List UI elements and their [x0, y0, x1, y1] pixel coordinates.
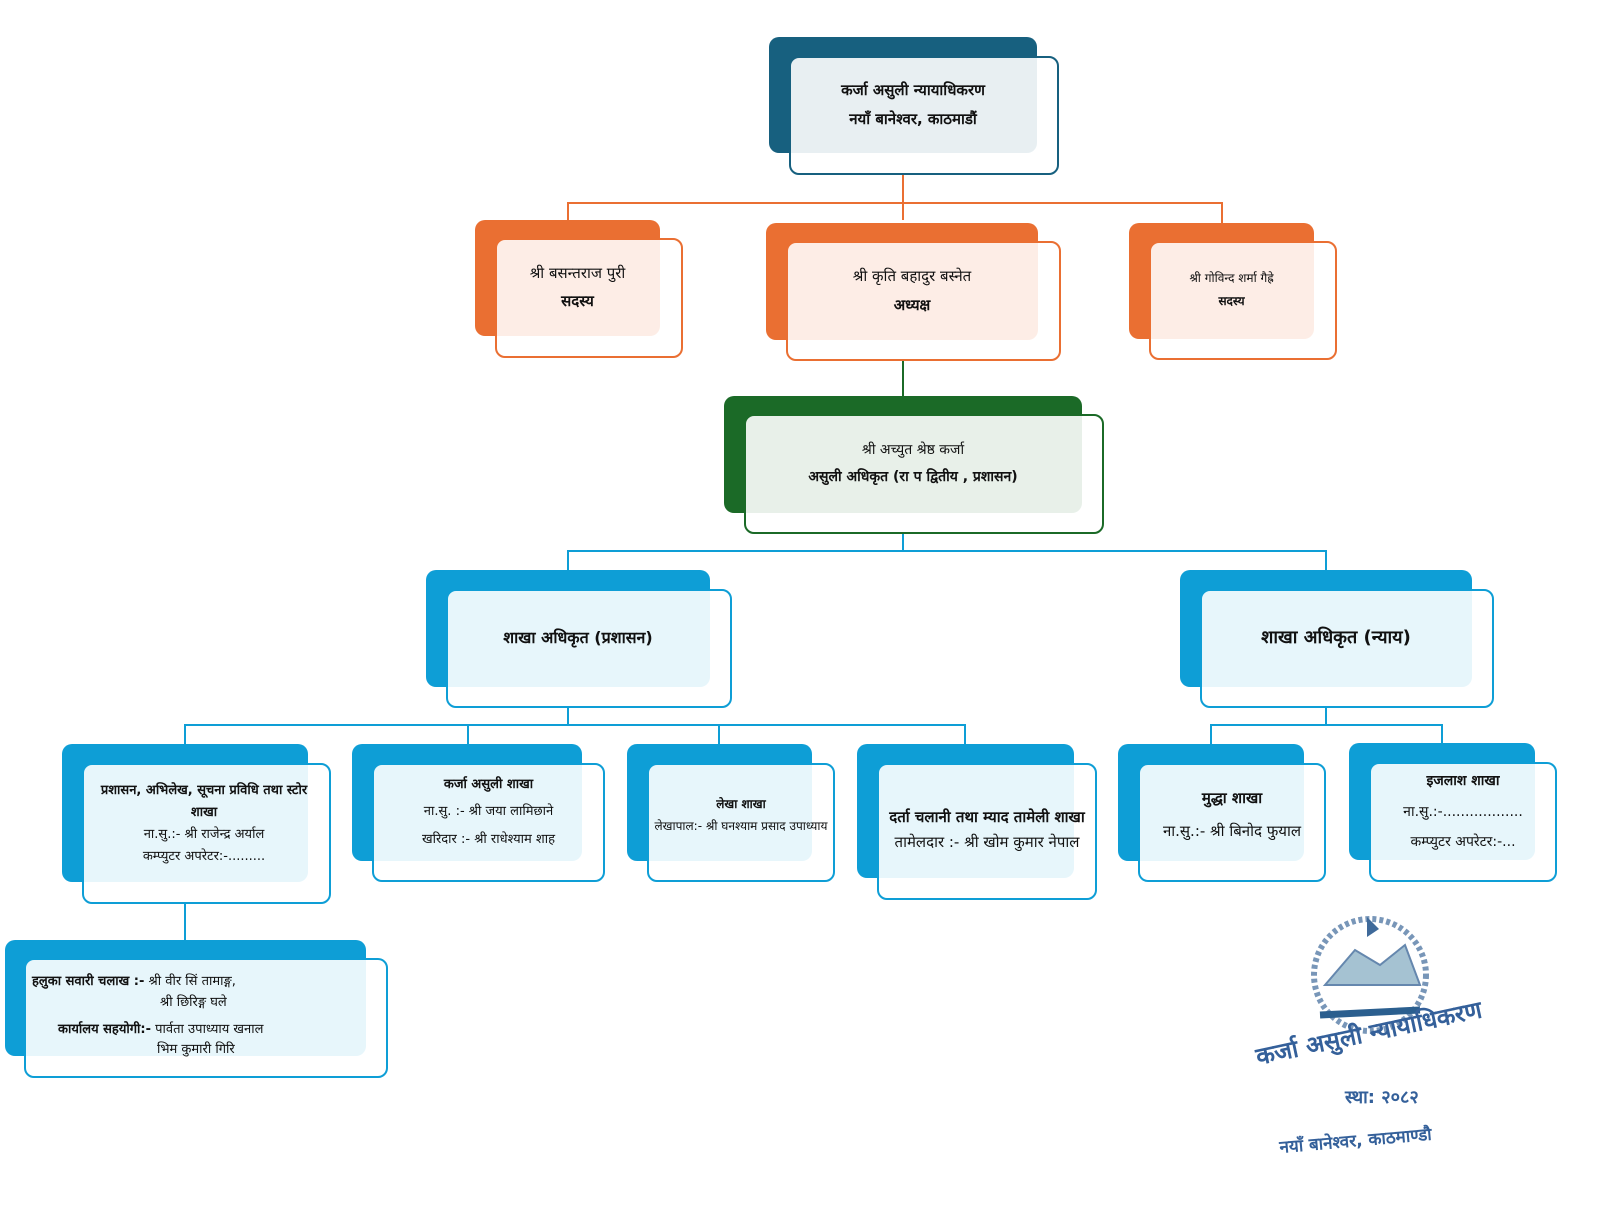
connector [1325, 708, 1327, 725]
section-line: ना.सु. :- श्री जया लामिछाने [423, 804, 554, 820]
connector [1441, 724, 1443, 743]
tribunal-address: नयाँ बानेश्वर, काठमाडौं [849, 109, 977, 128]
stamp-established: स्था: २०८२ [1344, 1087, 1419, 1108]
member-name: श्री गोविन्द शर्मा गैह्रे [1189, 271, 1274, 286]
connector [1210, 724, 1443, 726]
section-line: ना.सु.:- श्री राजेन्द्र अर्याल [143, 827, 265, 842]
member-node [1149, 241, 1337, 360]
branch-justice-node [1200, 589, 1494, 708]
branch-admin-node [446, 589, 732, 708]
connector [184, 903, 186, 940]
section-line: खरिदार :- श्री राधेश्याम शाह [421, 831, 556, 847]
connector [964, 724, 966, 744]
section-title: दर्ता चलानी तथा म्याद तामेली शाखा [889, 808, 1085, 827]
emblem-icon: कर्जा असुली न्यायाधिकरण स्था: २०८२ नयाँ … [1252, 916, 1486, 1158]
section-node [1138, 763, 1326, 882]
section-line: तामेलदार :- श्री खोम कुमार नेपाल [894, 833, 1080, 851]
connector [184, 724, 966, 726]
stamp-title: कर्जा असुली न्यायाधिकरण [1252, 995, 1486, 1072]
chair-node [786, 241, 1061, 361]
section-node [82, 763, 331, 904]
section-title: इजलाश शाखा [1426, 772, 1500, 789]
connector [1221, 202, 1223, 223]
chair-role: अध्यक्ष [893, 295, 931, 314]
member-name: श्री बसन्तराज पुरी [529, 263, 626, 282]
section-title: प्रशासन, अभिलेख, सूचना प्रविधि तथा स्टोर… [100, 782, 308, 820]
section-line: कम्प्युटर अपरेटर:-... [1410, 834, 1516, 851]
section-node [372, 763, 605, 882]
connector [467, 724, 469, 744]
driver-name: श्री छिरिङ्ग घले [160, 994, 227, 1010]
driver-label: हलुका सवारी चलाख :- [32, 974, 145, 989]
helper-name: भिम कुमारी गिरि [157, 1042, 235, 1058]
connector [902, 360, 904, 396]
section-title: लेखा शाखा [716, 797, 766, 812]
connector [1325, 550, 1327, 570]
member-role: सदस्य [561, 292, 594, 310]
officer-name: श्री अच्युत श्रेष्ठ कर्जा [861, 441, 965, 458]
driver-name: श्री वीर सिं तामाङ्ग, [148, 974, 236, 989]
connector [902, 534, 904, 552]
branch-admin-title: शाखा अधिकृत (प्रशासन) [503, 627, 653, 647]
section-line: कम्प्युटर अपरेटर:-......... [142, 849, 266, 865]
connector [567, 550, 569, 570]
stamp-address: नयाँ बानेश्वर, काठमाण्डौ [1278, 1124, 1433, 1158]
support-staff-node [24, 958, 388, 1078]
connector [567, 550, 1327, 552]
section-title: मुद्धा शाखा [1201, 789, 1263, 807]
officer-node [744, 414, 1104, 534]
section-title: कर्जा असुली शाखा [443, 777, 534, 793]
connector [567, 202, 1223, 204]
section-node [1369, 762, 1557, 882]
connector [1210, 724, 1212, 744]
helper-name: पार्वता उपाध्याय खनाल [155, 1021, 264, 1037]
tribunal-node [789, 56, 1059, 175]
member-role: सदस्य [1218, 294, 1245, 308]
helper-label: कार्यालय सहयोगी:- [58, 1021, 152, 1037]
officer-title: असुली अधिकृत (रा प द्वितीय , प्रशासन) [808, 468, 1018, 485]
chair-name: श्री कृति बहादुर बस्नेत [852, 267, 972, 285]
section-node [877, 763, 1097, 900]
connector [902, 175, 904, 220]
tribunal-name: कर्जा असुली न्यायाधिकरण [841, 81, 985, 99]
connector [184, 724, 186, 744]
member-node [495, 238, 683, 358]
section-line: ना.सु.:-.................. [1403, 803, 1523, 820]
connector [567, 708, 569, 725]
section-line: ना.सु.:- श्री बिनोद फुयाल [1162, 822, 1302, 840]
official-stamp: कर्जा असुली न्यायाधिकरण स्था: २०८२ नयाँ … [1250, 915, 1510, 1165]
connector [567, 202, 569, 220]
branch-justice-title: शाखा अधिकृत (न्याय) [1261, 626, 1411, 648]
section-line: लेखापाल:- श्री घनश्याम प्रसाद उपाध्याय [654, 819, 828, 833]
connector [718, 724, 720, 744]
section-node [647, 763, 835, 882]
